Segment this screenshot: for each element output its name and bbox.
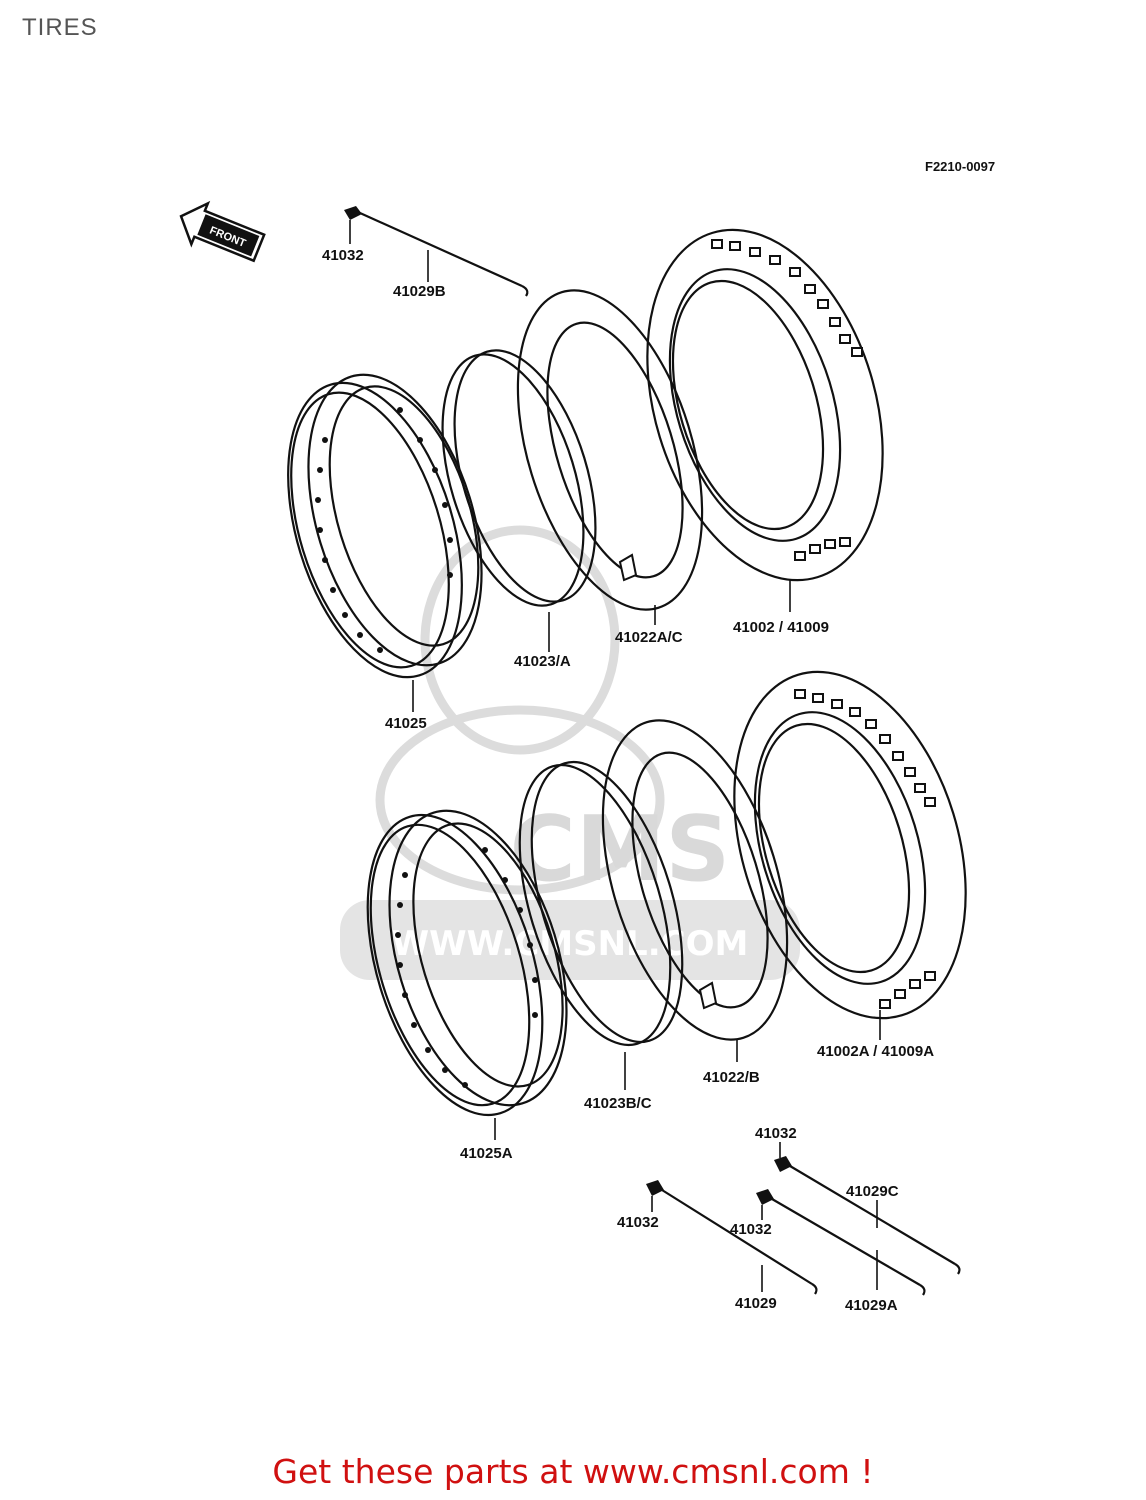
rim-spoke-holes-lower — [395, 847, 538, 1088]
watermark-brand: CMS — [510, 797, 730, 902]
label-41029C: 41029C — [846, 1183, 899, 1200]
watermark: CMS WWW.CMSNL.COM — [340, 525, 800, 980]
part-spoke-41029C — [774, 1156, 961, 1275]
watermark-mascot-body — [375, 705, 665, 895]
part-rim-band-41023A — [441, 349, 597, 607]
watermark-mascot-head — [420, 525, 620, 755]
footer-promo-link[interactable]: Get these parts at www.cmsnl.com ! — [272, 1452, 874, 1491]
label-41022B: 41022/B — [703, 1069, 760, 1086]
rim-spoke-holes — [315, 407, 453, 653]
watermark-url: WWW.CMSNL.COM — [392, 924, 749, 964]
label-41002-41009: 41002 / 41009 — [733, 619, 829, 636]
part-tube-41022AC — [516, 289, 704, 611]
label-41029B: 41029B — [393, 283, 446, 300]
part-tire-41002A — [733, 670, 967, 1020]
part-rim-band-41023BC — [518, 760, 684, 1047]
part-tube-41022B — [601, 719, 789, 1041]
label-41032-middle: 41032 — [730, 1221, 772, 1238]
label-41029A: 41029A — [845, 1297, 898, 1314]
part-spoke-41029 — [646, 1180, 818, 1295]
label-41032-left: 41032 — [617, 1214, 659, 1231]
label-41025: 41025 — [385, 715, 427, 732]
front-arrow-icon: FRONT — [179, 200, 266, 263]
watermark-banner — [340, 900, 800, 980]
label-41032-right: 41032 — [755, 1125, 797, 1142]
part-tire-41002 — [646, 228, 884, 582]
page-title: TIRES — [22, 14, 98, 41]
label-41032-top: 41032 — [322, 247, 364, 264]
label-41023BC: 41023B/C — [584, 1095, 652, 1112]
figure-code: F2210-0097 — [925, 159, 995, 174]
label-41023A: 41023/A — [514, 653, 571, 670]
label-41029: 41029 — [735, 1295, 777, 1312]
part-rim-41025 — [287, 373, 483, 679]
label-41022AC: 41022A/C — [615, 629, 683, 646]
exploded-parts-diagram: CMS WWW.CMSNL.COM F2210-0097 FRONT — [179, 159, 995, 1314]
part-spoke-41029B — [344, 206, 529, 297]
label-41002A-41009A: 41002A / 41009A — [817, 1043, 934, 1060]
part-spoke-41029A — [756, 1189, 926, 1296]
label-41025A: 41025A — [460, 1145, 513, 1162]
